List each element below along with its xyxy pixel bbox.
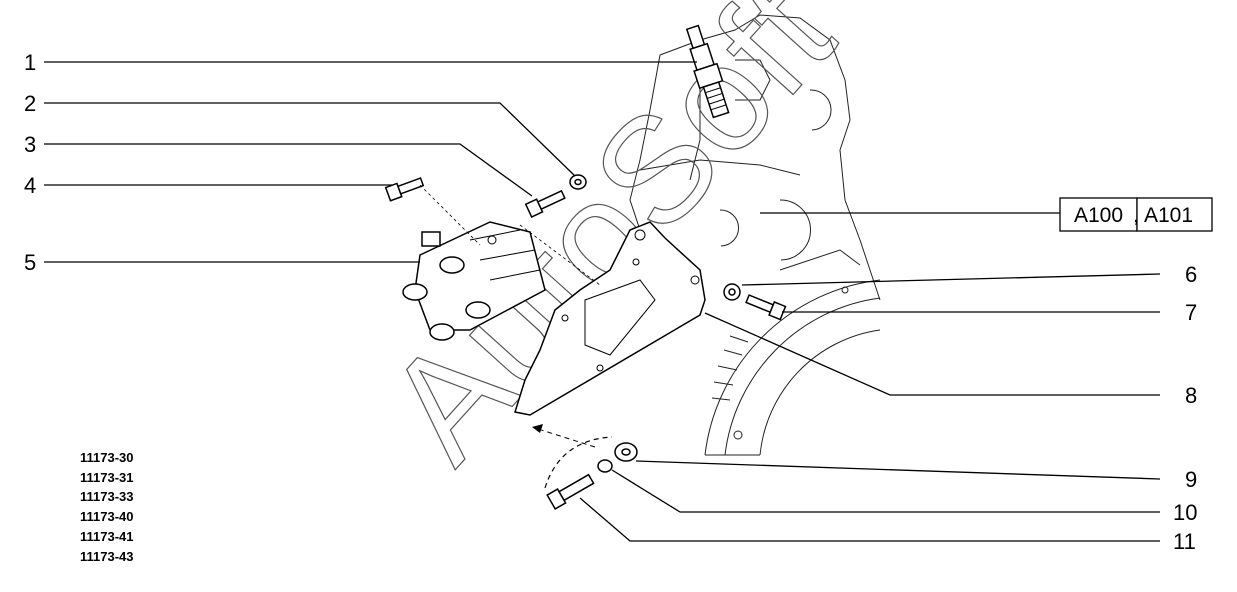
reference-a101[interactable]: A101	[1144, 204, 1193, 227]
callout-8: 8	[1185, 383, 1197, 408]
callout-4: 4	[24, 173, 36, 198]
bolt-part-3	[524, 189, 566, 218]
callout-11: 11	[1173, 529, 1196, 554]
ignition-coil	[402, 221, 546, 341]
callout-10: 10	[1173, 500, 1197, 525]
reference-comma: ,	[1133, 204, 1139, 227]
callout-7: 7	[1185, 300, 1197, 325]
model-code: 11173-43	[80, 549, 134, 564]
model-code: 11173-40	[80, 509, 134, 524]
assembly-arrow	[544, 436, 613, 489]
reference-a100[interactable]: A100	[1074, 204, 1123, 227]
spring-washer-part-10	[597, 459, 613, 473]
bolt-part-11	[546, 473, 595, 510]
callout-2: 2	[24, 91, 36, 116]
callout-5: 5	[24, 250, 36, 275]
model-code: 11173-31	[80, 470, 134, 485]
model-code: 11173-33	[80, 489, 134, 504]
reference-boxes[interactable]: A100 , A101	[1059, 197, 1213, 232]
model-code-list: 11173-30 11173-31 11173-33 11173-40 1117…	[80, 450, 134, 564]
callout-1: 1	[24, 50, 36, 75]
leader-lines	[44, 61, 1161, 542]
bolt-part-4	[384, 177, 425, 202]
model-code: 11173-41	[80, 529, 134, 544]
callout-3: 3	[24, 132, 36, 157]
mounting-bracket	[514, 221, 706, 416]
model-code: 11173-30	[80, 450, 134, 465]
bolt-part-7	[745, 294, 787, 321]
spark-plug	[685, 24, 730, 119]
callout-9: 9	[1185, 467, 1197, 492]
callout-6: 6	[1185, 262, 1197, 287]
